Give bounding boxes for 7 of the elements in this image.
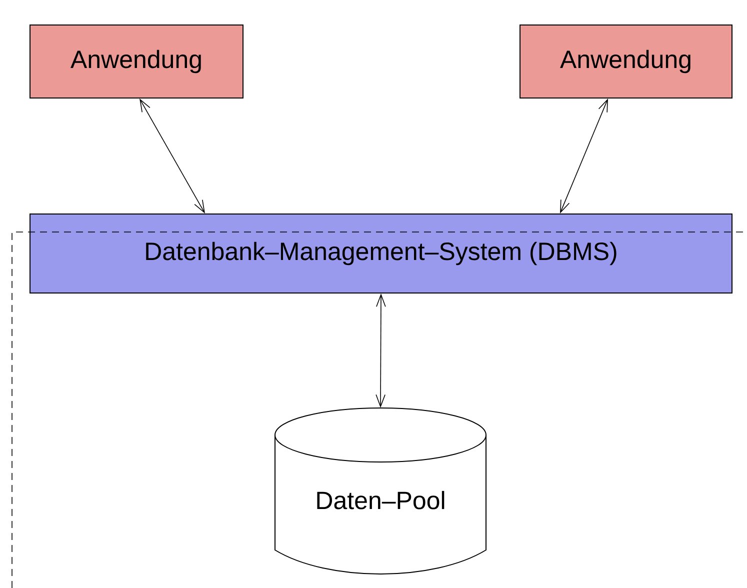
application-box: Anwendung xyxy=(30,24,244,98)
dbms-box: Datenbank–Management–System (DBMS) xyxy=(30,214,732,294)
arrow xyxy=(560,98,608,214)
application-box: Anwendung xyxy=(520,24,732,98)
database-cylinder: Daten–Pool xyxy=(274,408,486,574)
arrow xyxy=(140,98,205,214)
arrow xyxy=(376,294,386,408)
